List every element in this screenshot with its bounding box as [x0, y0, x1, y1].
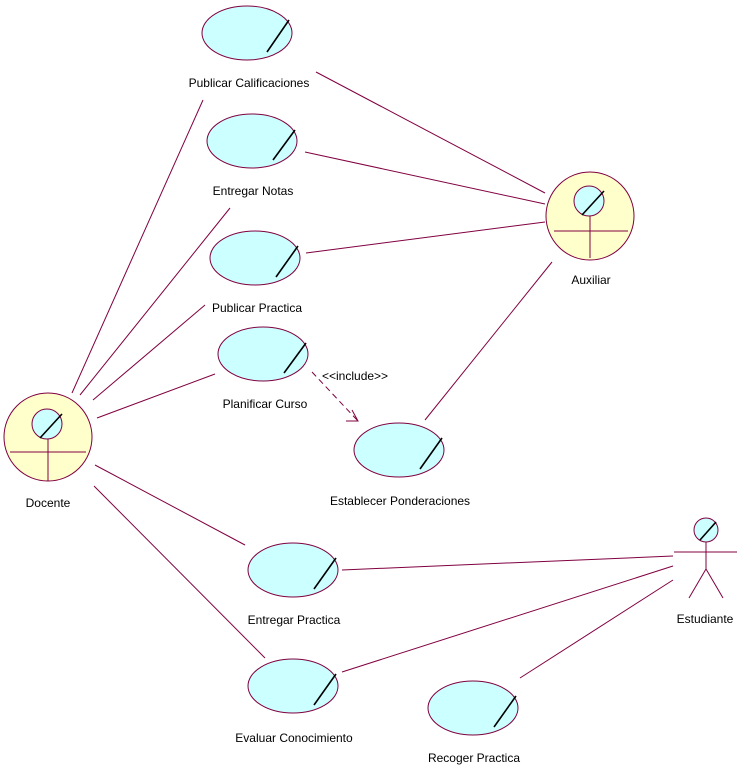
assoc-estudiante-recoger-practica	[519, 579, 674, 679]
use-case-label: Recoger Practica	[428, 751, 520, 765]
actor-label: Auxiliar	[571, 273, 610, 287]
use-case-publicar-practica[interactable]: Publicar Practica	[209, 230, 302, 315]
actor-label: Docente	[26, 496, 71, 510]
use-case-establecer-ponderaciones[interactable]: Establecer Ponderaciones	[330, 422, 470, 508]
use-case-planificar-curso[interactable]: Planificar Curso	[217, 326, 309, 411]
use-case-label: Planificar Curso	[223, 397, 308, 411]
assoc-docente-publicar-practica	[92, 304, 206, 401]
assoc-auxiliar-publicar-calificaciones	[315, 71, 546, 194]
use-case-label: Entregar Notas	[213, 184, 294, 198]
actor-label: Estudiante	[677, 612, 734, 626]
use-case-evaluar-conocimiento[interactable]: Evaluar Conocimiento	[235, 658, 353, 745]
use-case-entregar-practica[interactable]: Entregar Practica	[247, 542, 341, 627]
assoc-auxiliar-publicar-practica	[305, 221, 546, 254]
assoc-docente-entregar-practica	[94, 464, 246, 546]
assoc-estudiante-evaluar-conocimiento	[341, 565, 674, 673]
include-arrowhead	[346, 409, 359, 422]
assoc-auxiliar-entregar-notas	[304, 151, 546, 205]
use-case-label: Publicar Calificaciones	[189, 76, 310, 90]
include-dashed-line	[311, 371, 359, 422]
use-case-label: Establecer Ponderaciones	[330, 494, 470, 508]
actor-auxiliar[interactable]: Auxiliar	[545, 171, 635, 287]
associations	[71, 71, 674, 679]
include-relation: <<include>>	[311, 369, 388, 422]
assoc-docente-planificar-curso	[96, 373, 216, 419]
use-case-label: Evaluar Conocimiento	[235, 731, 353, 745]
include-label: <<include>>	[322, 369, 388, 383]
use-case-entregar-notas[interactable]: Entregar Notas	[206, 113, 298, 198]
use-case-label: Publicar Practica	[212, 301, 302, 315]
assoc-docente-evaluar-conocimiento	[93, 485, 266, 659]
assoc-auxiliar-establecer-ponderaciones	[424, 261, 553, 421]
assoc-docente-publicar-calificaciones	[71, 99, 204, 394]
use-case-publicar-calificaciones[interactable]: Publicar Calificaciones	[189, 5, 310, 90]
actor-estudiante[interactable]: Estudiante	[674, 517, 737, 626]
use-case-recoger-practica[interactable]: Recoger Practica	[427, 680, 520, 765]
assoc-estudiante-entregar-practica	[341, 555, 674, 571]
assoc-docente-entregar-notas	[79, 207, 231, 396]
use-case-label: Entregar Practica	[248, 613, 341, 627]
actor-docente[interactable]: Docente	[3, 392, 93, 510]
